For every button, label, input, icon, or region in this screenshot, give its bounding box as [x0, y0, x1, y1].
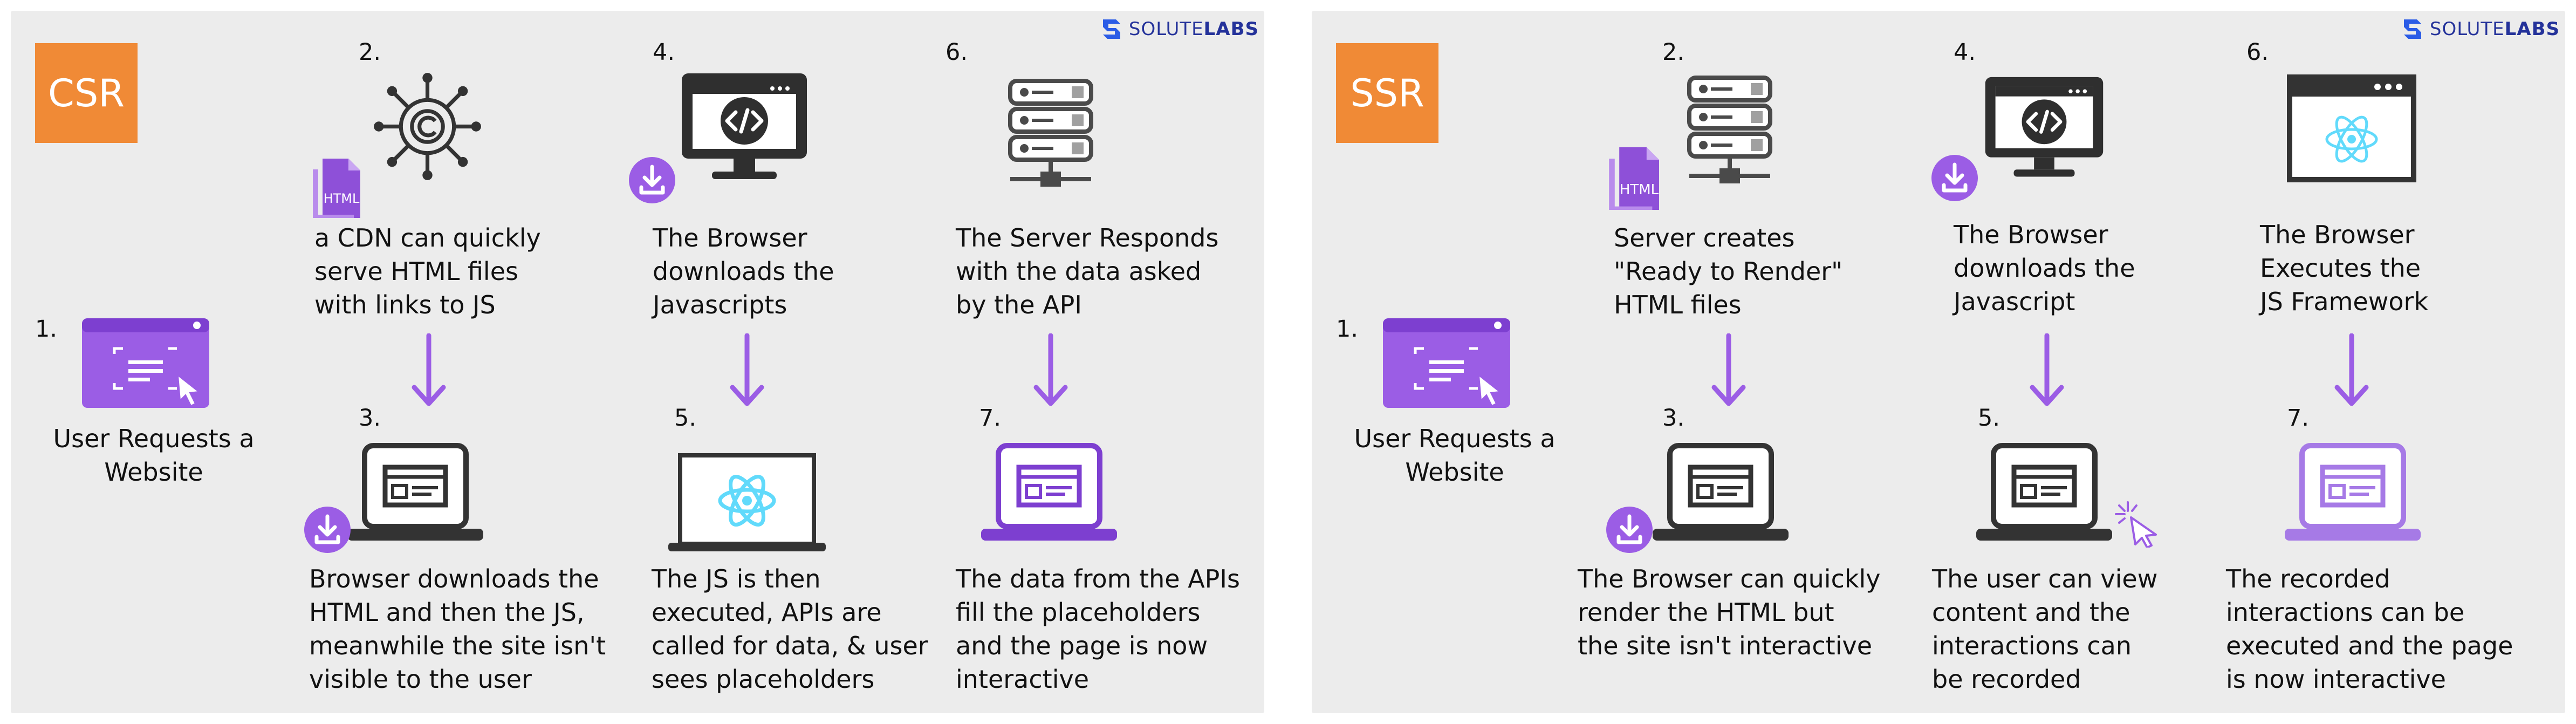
brand-logo: SOLUTELABS — [1100, 13, 1259, 45]
ssr-step-7-number: 7. — [2287, 405, 2310, 432]
csr-step-1-text: User Requests a Website — [53, 424, 255, 487]
arrow-down-icon — [1032, 333, 1070, 409]
ssr-step-4-number: 4. — [1954, 39, 1976, 66]
brand-name: SOLUTELABS — [1128, 18, 1259, 40]
html-file-label: HTML — [323, 191, 360, 206]
click-pointer-icon — [2113, 499, 2161, 548]
csr-step-4-text: The Browser downloads the Javascripts — [653, 223, 834, 319]
csr-badge: CSR — [35, 43, 138, 143]
ssr-step-7-text: The recorded interactions can be execute… — [2226, 564, 2513, 694]
server-icon — [1684, 74, 1776, 188]
csr-step-6-number: 6. — [946, 39, 968, 66]
solutelabs-logo-icon — [2401, 17, 2424, 41]
csr-step-2-number: 2. — [359, 39, 381, 66]
user-request-window-icon — [1382, 317, 1511, 409]
react-browser-window-icon — [2287, 74, 2416, 182]
csr-step-2-text: a CDN can quickly serve HTML files with … — [314, 223, 541, 319]
user-request-window-icon — [81, 317, 210, 409]
csr-step-1-number: 1. — [35, 316, 58, 343]
cdn-gear-icon — [372, 71, 483, 182]
csr-step-5-number: 5. — [674, 405, 697, 432]
ssr-step-5-text: The user can view content and the intera… — [1932, 564, 2158, 694]
ssr-step-3-text: The Browser can quickly render the HTML … — [1578, 564, 1881, 660]
interactive-laptop-icon — [2283, 442, 2423, 545]
interactive-laptop-icon — [979, 442, 1119, 545]
laptop-icon — [1974, 442, 2114, 545]
csr-step-4-number: 4. — [653, 39, 675, 66]
csr-panel: CSR SOLUTELABS 1. User Requests a Websit… — [11, 11, 1264, 713]
react-laptop-icon — [666, 453, 828, 556]
ssr-step-3-number: 3. — [1662, 405, 1685, 432]
ssr-panel: SSR SOLUTELABS 1. User Requests a Websit… — [1312, 11, 2565, 713]
arrow-down-icon — [1710, 333, 1748, 409]
download-icon — [303, 506, 352, 554]
html-file-label: HTML — [1619, 182, 1659, 198]
laptop-icon — [1650, 442, 1791, 545]
download-icon — [1930, 154, 1979, 202]
ssr-badge: SSR — [1336, 43, 1438, 143]
arrow-down-icon — [728, 333, 766, 409]
ssr-step-6-text: The Browser Executes the JS Framework — [2260, 220, 2429, 316]
csr-step-3-number: 3. — [359, 405, 381, 432]
brand-logo: SOLUTELABS — [2401, 13, 2560, 45]
download-icon — [1605, 506, 1654, 554]
laptop-icon — [345, 442, 485, 545]
ssr-step-2-text: Server creates "Ready to Render" HTML fi… — [1614, 223, 1843, 319]
arrow-down-icon — [2028, 333, 2066, 409]
monitor-code-icon — [1983, 74, 2105, 182]
html-file-icon: HTML — [311, 159, 370, 218]
csr-step-5-text: The JS is then executed, APIs are called… — [652, 564, 928, 694]
csr-step-3-text: Browser downloads the HTML and then the … — [309, 564, 606, 694]
monitor-code-icon — [680, 71, 809, 185]
ssr-step-1-text: User Requests a Website — [1354, 424, 1556, 487]
download-icon — [628, 156, 676, 204]
server-icon — [1005, 78, 1097, 191]
csr-step-7-number: 7. — [979, 405, 1002, 432]
arrow-down-icon — [410, 333, 448, 409]
ssr-step-2-number: 2. — [1662, 39, 1685, 66]
csr-step-7-text: The data from the APIs fill the placehol… — [956, 564, 1240, 694]
csr-step-6-text: The Server Responds with the data asked … — [956, 223, 1219, 319]
arrow-down-icon — [2333, 333, 2371, 409]
brand-name: SOLUTELABS — [2429, 18, 2560, 40]
solutelabs-logo-icon — [1100, 17, 1123, 41]
ssr-step-4-text: The Browser downloads the Javascript — [1954, 220, 2135, 316]
html-file-icon: HTML — [1607, 147, 1669, 210]
ssr-step-6-number: 6. — [2246, 39, 2269, 66]
ssr-step-5-number: 5. — [1978, 405, 2000, 432]
ssr-step-1-number: 1. — [1336, 316, 1359, 343]
